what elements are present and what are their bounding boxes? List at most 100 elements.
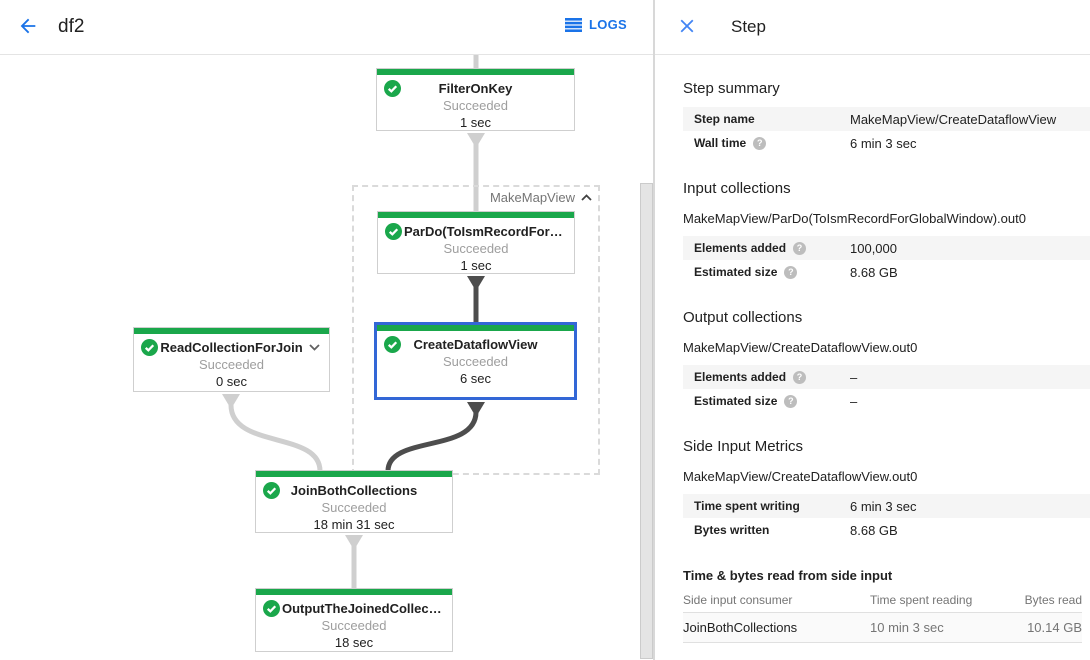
node-status: Succeeded <box>442 98 509 113</box>
metric-row-elements-added: Elements added? – <box>683 365 1090 389</box>
node-status: Succeeded <box>442 354 509 369</box>
cell-consumer: JoinBothCollections <box>683 620 798 635</box>
graph-node-createdataflowview-selected[interactable]: CreateDataflowView Succeeded 6 sec <box>374 322 577 400</box>
help-icon[interactable]: ? <box>793 241 807 255</box>
node-time: 18 sec <box>334 635 374 650</box>
graph-node-readcollectionforjoin[interactable]: ReadCollectionForJoin Succeeded 0 sec <box>133 327 330 392</box>
table-header-row: Side input consumer Time spent reading B… <box>683 587 1082 613</box>
node-title: ParDo(ToIsmRecordFor… <box>404 224 563 239</box>
node-title: FilterOnKey <box>438 81 513 96</box>
success-check-icon <box>384 80 401 97</box>
step-summary-rows: Step name MakeMapView/CreateDataflowView… <box>683 107 1090 155</box>
panel-body: Step summary Step name MakeMapView/Creat… <box>655 55 1090 643</box>
help-icon[interactable]: ? <box>784 394 798 408</box>
logs-list-icon <box>564 17 582 32</box>
node-time: 1 sec <box>460 258 492 273</box>
section-heading-output-collections: Output collections <box>683 309 803 326</box>
success-check-icon <box>384 336 401 353</box>
node-status-bar <box>377 325 574 331</box>
success-check-icon <box>385 223 402 240</box>
vertical-scrollbar-thumb[interactable] <box>640 183 653 659</box>
node-status-bar <box>256 471 452 477</box>
close-panel-button[interactable] <box>675 15 699 39</box>
graph-node-joinbothcollections[interactable]: JoinBothCollections Succeeded 18 min 31 … <box>255 470 453 533</box>
arrow-back-icon <box>20 18 36 34</box>
metric-value: 8.68 GB <box>850 264 898 280</box>
node-title: OutputTheJoinedCollec… <box>282 601 442 616</box>
metric-row-estimated-size: Estimated size? – <box>683 389 1090 413</box>
cell-bytes-read: 10.14 GB <box>1027 620 1082 635</box>
back-button[interactable] <box>16 15 40 39</box>
side-input-collection-name: MakeMapView/CreateDataflowView.out0 <box>683 469 918 484</box>
metric-value: 6 min 3 sec <box>850 498 917 514</box>
metric-row-wall-time: Wall time? 6 min 3 sec <box>683 131 1090 155</box>
graph-pane: df2 LOGS <box>0 0 655 660</box>
help-icon[interactable]: ? <box>784 265 798 279</box>
node-time: 0 sec <box>215 374 248 389</box>
node-status: Succeeded <box>321 618 387 633</box>
success-check-icon <box>141 339 158 356</box>
topbar: df2 LOGS <box>0 0 653 55</box>
table-row: JoinBothCollections 10 min 3 sec 10.14 G… <box>683 613 1082 643</box>
column-header-consumer: Side input consumer <box>683 592 793 607</box>
metric-row-estimated-size: Estimated size? 8.68 GB <box>683 260 1090 284</box>
side-input-table: Side input consumer Time spent reading B… <box>683 587 1082 643</box>
node-time: 6 sec <box>459 371 492 386</box>
metric-row-step-name: Step name MakeMapView/CreateDataflowView <box>683 107 1090 131</box>
section-heading-side-input-metrics: Side Input Metrics <box>683 438 804 455</box>
metric-value: MakeMapView/CreateDataflowView <box>850 111 1057 127</box>
metric-row-elements-added: Elements added? 100,000 <box>683 236 1090 260</box>
node-status-bar <box>377 69 574 75</box>
metric-row-bytes-written: Bytes written 8.68 GB <box>683 518 1090 542</box>
metric-value: 6 min 3 sec <box>850 135 917 151</box>
job-graph-canvas[interactable]: MakeMapView FilterOnKey Succeeded 1 sec <box>0 55 653 659</box>
help-icon[interactable]: ? <box>793 370 807 384</box>
output-collection-rows: Elements added? – Estimated size? – <box>683 365 1090 413</box>
input-collection-rows: Elements added? 100,000 Estimated size? … <box>683 236 1090 284</box>
metric-label: Estimated size <box>694 394 778 408</box>
graph-node-pardo-toismrecord[interactable]: ParDo(ToIsmRecordFor… Succeeded 1 sec <box>377 211 575 274</box>
cell-time-reading: 10 min 3 sec <box>870 620 944 635</box>
metric-label: Elements added <box>694 370 787 384</box>
help-icon[interactable]: ? <box>753 136 767 150</box>
graph-node-outputthejoinedcollection[interactable]: OutputTheJoinedCollec… Succeeded 18 sec <box>255 588 453 652</box>
section-heading-input-collections: Input collections <box>683 180 791 197</box>
metric-label: Step name <box>694 112 755 126</box>
node-status: Succeeded <box>443 241 509 256</box>
graph-edges <box>222 55 485 589</box>
column-header-bytes-read: Bytes read <box>1024 592 1082 607</box>
metric-value: 100,000 <box>850 240 897 256</box>
step-detail-panel: Step Step summary Step name MakeMapView/… <box>655 0 1090 660</box>
composite-group-makemapview <box>352 185 600 475</box>
section-heading-step-summary: Step summary <box>683 80 780 97</box>
metric-row-time-spent-writing: Time spent writing 6 min 3 sec <box>683 494 1090 518</box>
column-header-time-reading: Time spent reading <box>870 592 973 607</box>
metric-label: Time spent writing <box>694 499 800 513</box>
panel-title: Step <box>731 17 766 36</box>
node-status: Succeeded <box>321 500 387 515</box>
node-status-bar <box>378 212 574 218</box>
metric-value: – <box>850 369 858 385</box>
node-title: JoinBothCollections <box>290 483 418 498</box>
metric-label: Wall time <box>694 136 747 150</box>
node-status-bar <box>134 328 329 334</box>
side-input-metric-rows: Time spent writing 6 min 3 sec Bytes wri… <box>683 494 1090 542</box>
panel-header: Step <box>655 0 1090 55</box>
job-title: df2 <box>58 16 85 37</box>
node-status-bar <box>256 589 452 595</box>
input-collection-name: MakeMapView/ParDo(ToIsmRecordForGlobalWi… <box>683 211 1026 226</box>
close-icon <box>680 19 694 33</box>
side-input-table-heading: Time & bytes read from side input <box>683 568 893 583</box>
success-check-icon <box>263 600 280 617</box>
output-collection-name: MakeMapView/CreateDataflowView.out0 <box>683 340 918 355</box>
graph-node-filteronkey[interactable]: FilterOnKey Succeeded 1 sec <box>376 68 575 131</box>
group-makemapview-toggle[interactable]: MakeMapView <box>490 190 592 205</box>
node-title: ReadCollectionForJoin <box>160 340 303 355</box>
metric-value: – <box>850 393 858 409</box>
chevron-down-icon[interactable] <box>309 344 320 351</box>
metric-label: Elements added <box>694 241 787 255</box>
node-status: Succeeded <box>198 357 265 372</box>
logs-button[interactable]: LOGS <box>564 17 627 32</box>
metric-value: 8.68 GB <box>850 522 898 538</box>
